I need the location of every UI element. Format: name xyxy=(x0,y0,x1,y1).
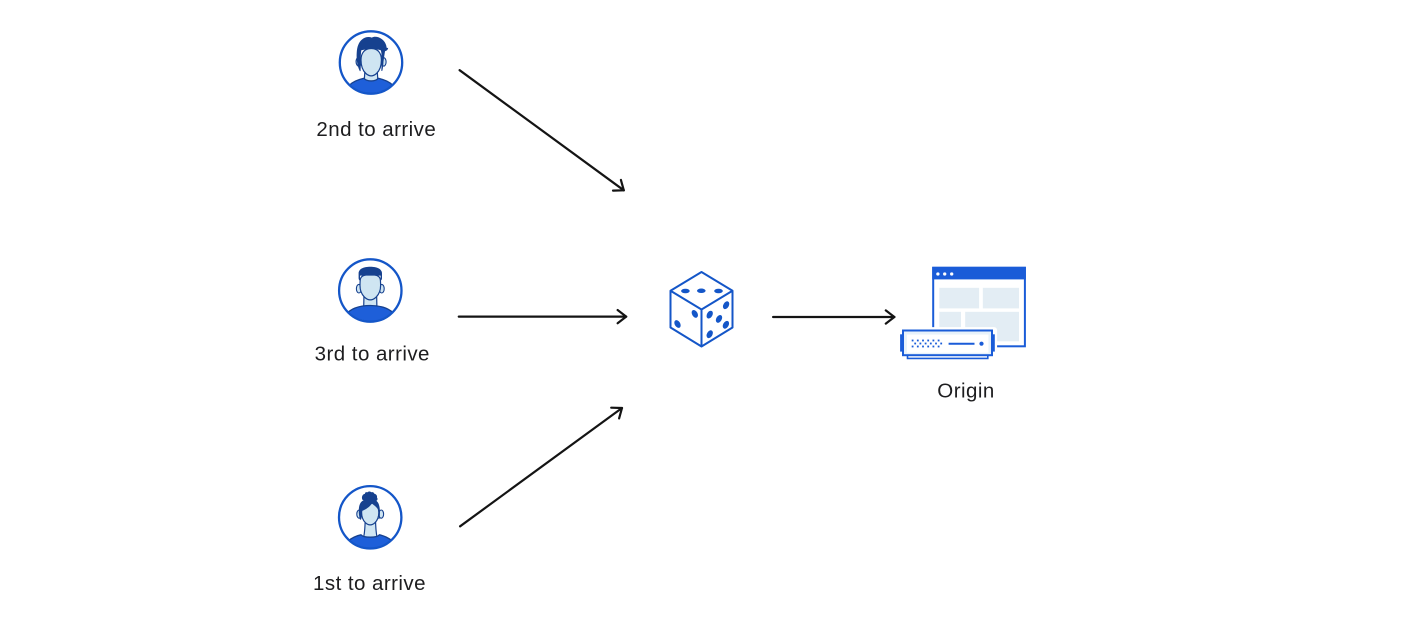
svg-text:Origin: Origin xyxy=(937,380,994,403)
svg-text:1st to arrive: 1st to arrive xyxy=(313,572,426,595)
svg-text:3rd to arrive: 3rd to arrive xyxy=(315,342,430,365)
svg-text:2nd to arrive: 2nd to arrive xyxy=(316,118,436,141)
